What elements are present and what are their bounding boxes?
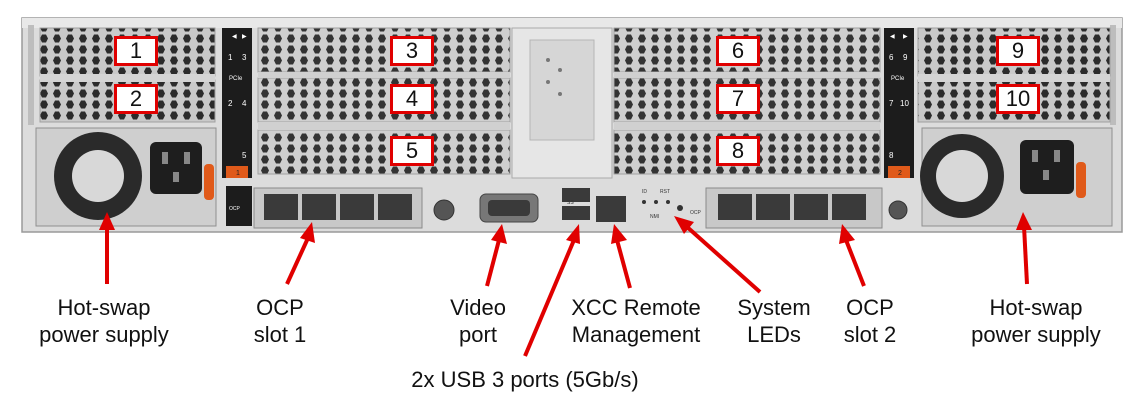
label-xcc-line1: XCC Remote: [554, 294, 718, 321]
riser-right-mid-b: 10: [900, 99, 909, 108]
slot-3-label: 3: [390, 36, 434, 66]
riser-left-mid-b: 4: [242, 99, 247, 108]
riser-left-top-a: 1: [228, 53, 233, 62]
slot-7-label: 7: [716, 84, 760, 114]
label-ocp2-line2: slot 2: [830, 321, 910, 348]
riser-left-pcie: PCIe: [229, 76, 243, 82]
slot-8-label: 8: [716, 136, 760, 166]
label-usb-line1: 2x USB 3 ports (5Gb/s): [380, 366, 670, 393]
slot-2-label: 2: [114, 84, 158, 114]
power-supply-left: [36, 128, 216, 226]
riser-right-bottom: 8: [889, 151, 894, 160]
riser-left-mid-a: 2: [228, 99, 233, 108]
slot-1-label: 1: [114, 36, 158, 66]
label-leds: System LEDs: [726, 294, 822, 348]
label-video-line2: port: [446, 321, 510, 348]
riser-right: ◀ ▶ 6 9 PCIe 7 10 8 2: [884, 28, 914, 178]
nmi-mark: NMI: [650, 214, 659, 220]
ocp-slot-2: [706, 188, 907, 228]
label-ocp1-line1: OCP: [240, 294, 320, 321]
label-psu-right-line1: Hot-swap: [954, 294, 1118, 321]
svg-text:◀: ◀: [890, 34, 895, 40]
svg-text:▶: ▶: [903, 34, 908, 40]
riser-right-pcie: PCIe: [891, 76, 905, 82]
label-psu-left: Hot-swap power supply: [24, 294, 184, 348]
label-leds-line2: LEDs: [726, 321, 822, 348]
label-xcc: XCC Remote Management: [554, 294, 718, 348]
svg-text:◀: ◀: [232, 34, 237, 40]
slot-6-label: 6: [716, 36, 760, 66]
riser-right-mid-a: 7: [889, 99, 894, 108]
riser-left-top-b: 3: [242, 53, 247, 62]
svg-text:▶: ▶: [242, 34, 247, 40]
slot-9-label: 9: [996, 36, 1040, 66]
label-video-line1: Video: [446, 294, 510, 321]
label-ocp2-line1: OCP: [830, 294, 910, 321]
arrow-xcc: [611, 224, 630, 288]
label-psu-left-line1: Hot-swap: [24, 294, 184, 321]
arrow-video: [487, 224, 507, 286]
riser-right-top-a: 6: [889, 53, 894, 62]
pcie-slot-area-mid-left: [258, 28, 510, 174]
riser-left-badge: 1: [236, 170, 240, 177]
riser-right-top-b: 9: [903, 53, 908, 62]
label-usb: 2x USB 3 ports (5Gb/s): [380, 366, 670, 393]
label-psu-left-line2: power supply: [24, 321, 184, 348]
ocp1-mark: OCP: [229, 206, 241, 212]
riser-right-badge: 2: [898, 170, 902, 177]
slot-4-label: 4: [390, 84, 434, 114]
label-psu-right: Hot-swap power supply: [954, 294, 1118, 348]
center-panel: [512, 28, 612, 178]
riser-left-bottom: 5: [242, 151, 247, 160]
slot-5-label: 5: [390, 136, 434, 166]
label-leds-line1: System: [726, 294, 822, 321]
slot-10-label: 10: [996, 84, 1040, 114]
riser-left: ◀ ▶ 1 3 PCIe 2 4 5 1: [222, 28, 252, 178]
power-supply-right: [920, 128, 1112, 226]
label-psu-right-line2: power supply: [954, 321, 1118, 348]
id-mark: ID: [642, 189, 647, 195]
usb-mark: SS: [567, 200, 574, 206]
arrow-ocp2: [839, 224, 864, 286]
ocp-slot-1: OCP: [226, 186, 454, 228]
label-video: Video port: [446, 294, 510, 348]
label-ocp2: OCP slot 2: [830, 294, 910, 348]
rst-mark: RST: [660, 189, 670, 195]
ocp2-mark: OCP: [690, 210, 702, 216]
label-ocp1-line2: slot 1: [240, 321, 320, 348]
label-xcc-line2: Management: [554, 321, 718, 348]
label-ocp1: OCP slot 1: [240, 294, 320, 348]
